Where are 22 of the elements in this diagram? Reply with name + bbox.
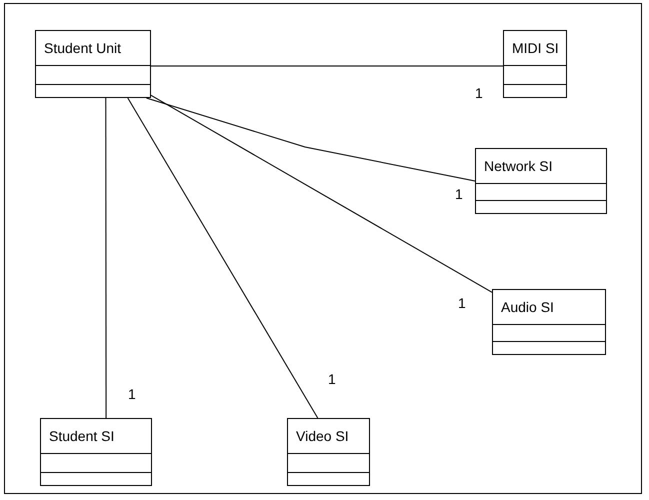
association-line xyxy=(150,66,504,67)
class-name: Student Unit xyxy=(44,40,122,56)
class-box xyxy=(475,148,607,214)
multiplicity-label: 1 xyxy=(128,386,136,402)
class-name: Video SI xyxy=(296,428,349,444)
class-name: Network SI xyxy=(484,158,552,174)
class-box xyxy=(287,418,370,486)
association-line xyxy=(150,94,492,293)
class-name: MIDI SI xyxy=(512,40,559,56)
multiplicity-label: 1 xyxy=(475,85,483,101)
class-box xyxy=(35,30,151,98)
association-line xyxy=(146,98,476,182)
association-line xyxy=(105,98,107,418)
class-box xyxy=(40,418,152,486)
multiplicity-label: 1 xyxy=(328,371,336,387)
class-box xyxy=(492,289,606,355)
multiplicity-label: 1 xyxy=(458,295,466,311)
multiplicity-label: 1 xyxy=(455,186,463,202)
association-line xyxy=(127,98,318,418)
class-box xyxy=(503,30,567,98)
class-name: Audio SI xyxy=(501,299,554,315)
class-name: Student SI xyxy=(49,428,114,444)
